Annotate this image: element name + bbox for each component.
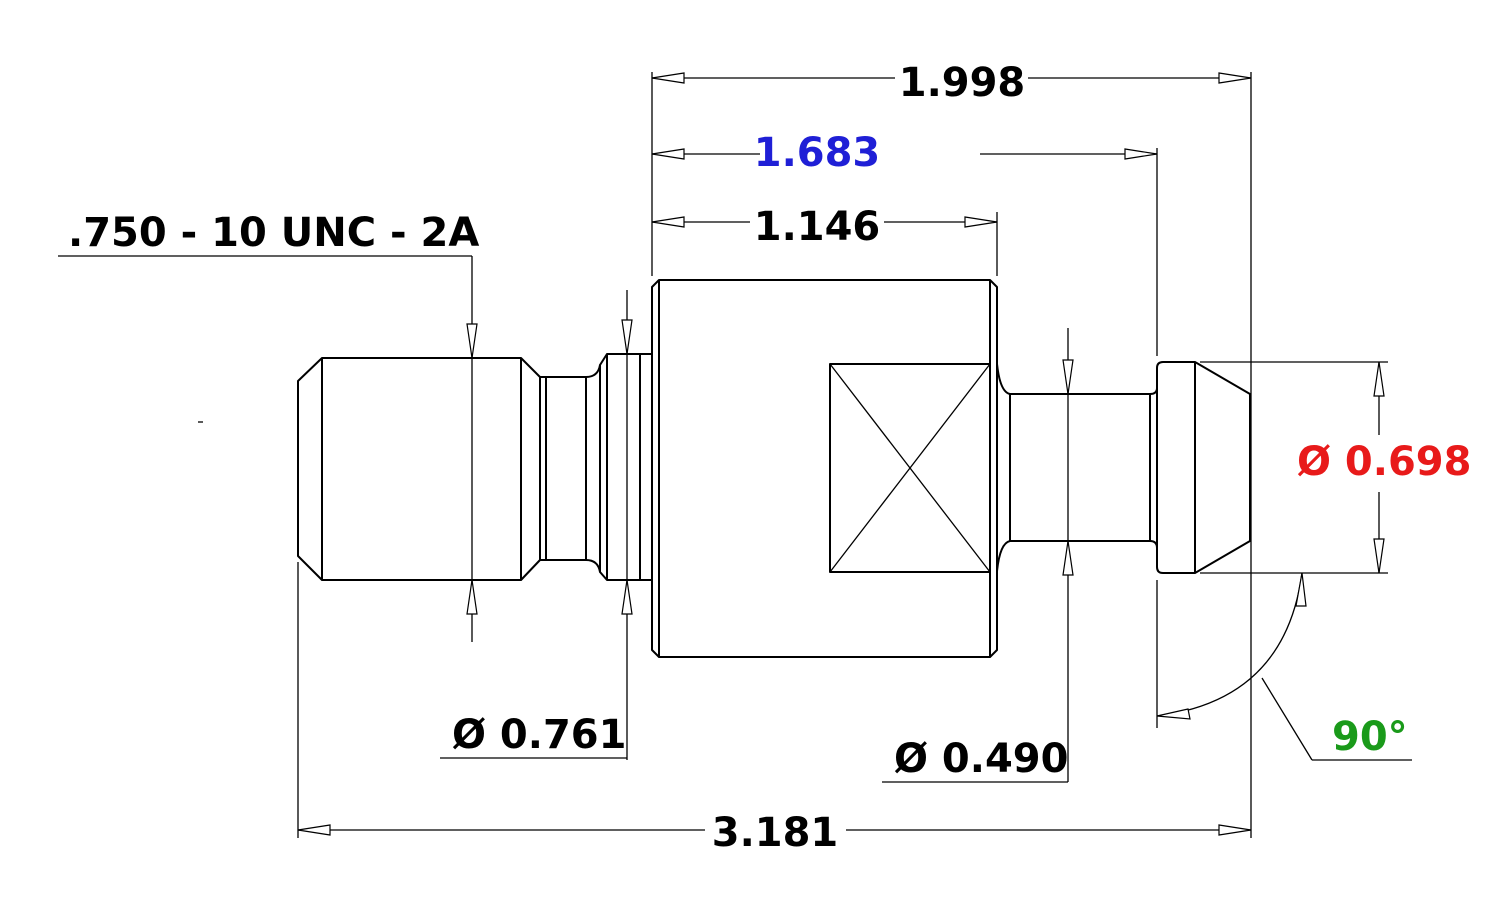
neck bbox=[996, 363, 1158, 572]
small-collar bbox=[599, 353, 653, 581]
dimension-labels: 1.998 1.683 1.146 .750 - 10 UNC - 2A Ø 0… bbox=[68, 60, 1471, 856]
main-body bbox=[651, 279, 998, 658]
dim-dia-0-698: Ø 0.698 bbox=[1297, 439, 1471, 485]
threaded-section bbox=[297, 357, 541, 581]
dim-angle-90: 90° bbox=[1332, 714, 1408, 760]
dim-dia-0-761: Ø 0.761 bbox=[452, 712, 626, 758]
dim-dia-0-490: Ø 0.490 bbox=[894, 736, 1068, 782]
relief-groove bbox=[540, 364, 601, 573]
dimension-lines bbox=[58, 72, 1412, 838]
dim-1-998: 1.998 bbox=[899, 60, 1026, 106]
wrench-flat bbox=[829, 363, 991, 573]
dim-3-181: 3.181 bbox=[712, 810, 839, 856]
dim-1-683: 1.683 bbox=[754, 130, 881, 176]
cone-head bbox=[1156, 361, 1251, 574]
thread-callout: .750 - 10 UNC - 2A bbox=[68, 210, 479, 256]
part-outline bbox=[297, 279, 1251, 658]
dim-1-146: 1.146 bbox=[754, 204, 881, 250]
